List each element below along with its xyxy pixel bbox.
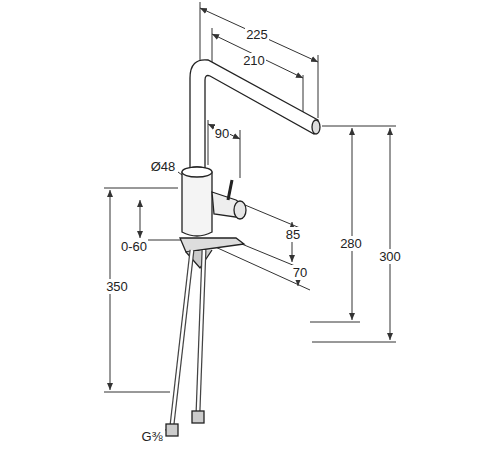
dimension-label: 210 bbox=[242, 53, 266, 68]
dimension-label: 90 bbox=[214, 126, 230, 141]
dimension-lines bbox=[104, 2, 396, 430]
faucet-body bbox=[166, 60, 320, 436]
dimension-label: 300 bbox=[378, 249, 402, 264]
dimension-label: 225 bbox=[245, 27, 269, 42]
diameter-label: Ø48 bbox=[150, 159, 177, 174]
dimension-label: 85 bbox=[285, 227, 301, 242]
range-label: 0-60 bbox=[120, 239, 148, 254]
dimension-label: 350 bbox=[105, 279, 129, 294]
thread-label: G⅜ bbox=[141, 429, 164, 444]
dimension-label: 280 bbox=[339, 236, 363, 251]
dimension-label: 70 bbox=[292, 265, 308, 280]
